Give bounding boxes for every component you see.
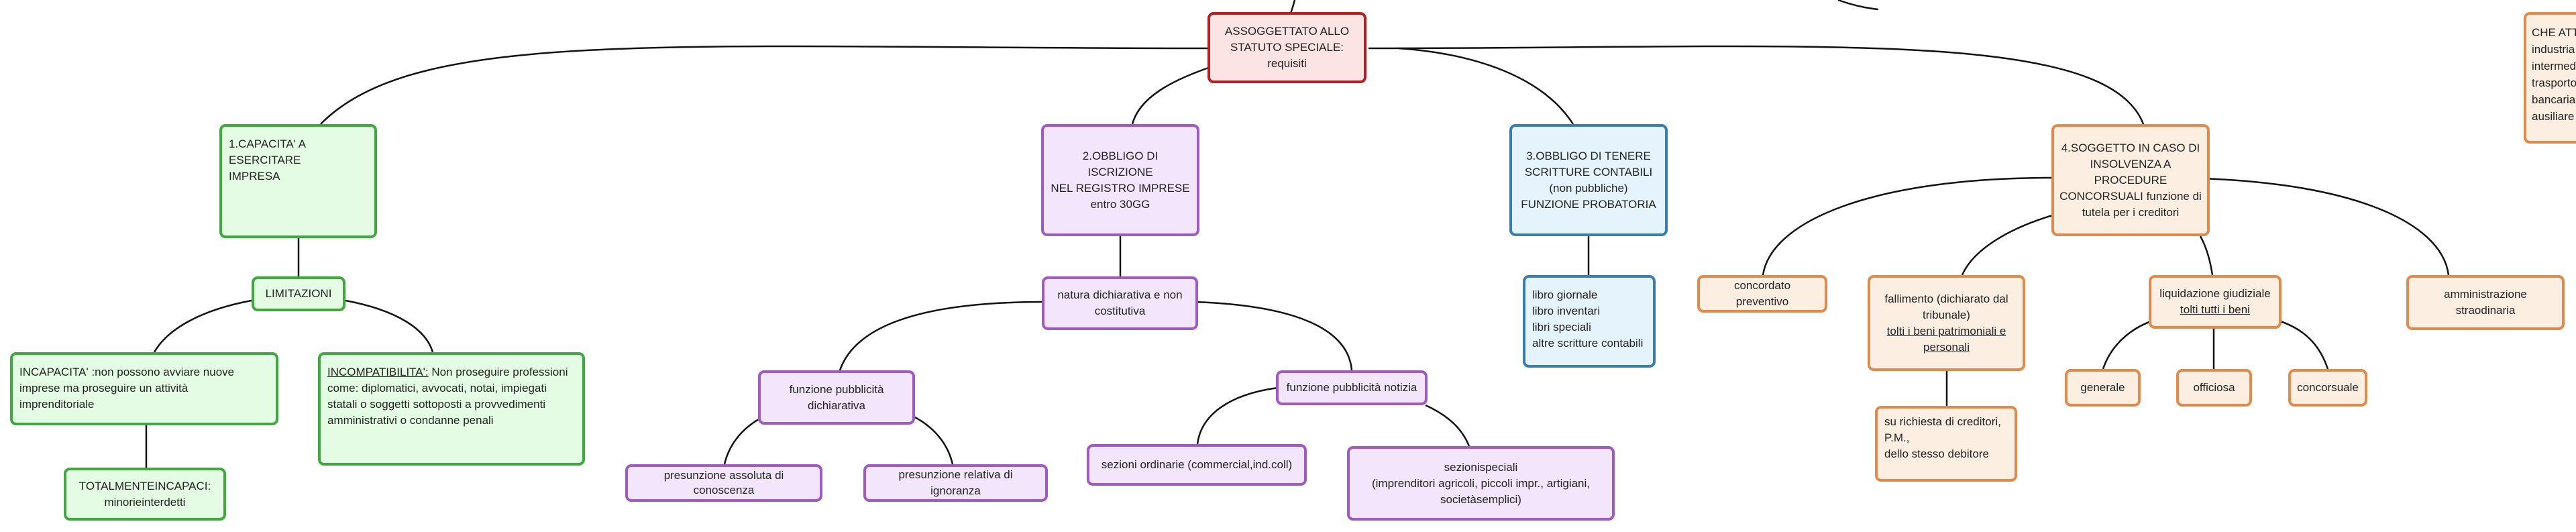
pubblicita-notizia-node[interactable]: funzione pubblicità notizia	[1276, 370, 1428, 405]
connector-root-iscrizione	[1131, 64, 1215, 125]
presunzione-relativa-node[interactable]: presunzione relativa di ignoranza	[863, 464, 1048, 502]
connector-limitazioni-incapacita	[153, 299, 252, 353]
incompatibilita-text: Non proseguire professioni come: diploma…	[327, 366, 568, 427]
sezioni-ordinarie-node[interactable]: sezioni ordinarie (commercial,ind.coll)	[1087, 444, 1307, 486]
officiosa-node[interactable]: officiosa	[2176, 369, 2252, 407]
connector-notizia-ordinarie	[1196, 386, 1279, 445]
concorsuale-node[interactable]: concorsuale	[2288, 369, 2367, 407]
capacita-node[interactable]: 1.CAPACITA' A ESERCITARE IMPRESA	[219, 124, 377, 238]
presunzione-assoluta-node[interactable]: presunzione assoluta di conoscenza	[625, 464, 822, 502]
connector-root-scritture	[1398, 47, 1574, 125]
amministrazione-node[interactable]: amministrazione straodinaria	[2406, 275, 2565, 330]
connector-liquidazione-concorsuale	[2273, 318, 2329, 370]
root-node[interactable]: ASSOGGETTATO ALLO STATUTO SPECIALE: requ…	[1208, 12, 1366, 83]
connector-insolvenza-liquidazione	[2199, 235, 2214, 276]
connector-notizia-speciali	[1425, 404, 1470, 447]
connector-natura-notizia	[1193, 301, 1353, 371]
connector-top-right	[1837, 0, 1879, 11]
connector-root-capacita	[320, 45, 1208, 125]
connector-dichiarativa-assoluta	[723, 415, 765, 465]
connector-top	[1289, 0, 1296, 14]
connector-limitazioni-incompatibilita	[345, 299, 434, 353]
connector-root-insolvenza	[1368, 45, 2145, 125]
fallimento-link: tolti i beni patrimoniali e personali	[1886, 324, 2006, 354]
libri-node[interactable]: libro giornale libro inventari libri spe…	[1523, 275, 1656, 368]
connector-insolvenza-amministrazione	[2163, 176, 2450, 276]
incompatibilita-node[interactable]: INCOMPATIBILITA': Non proseguire profess…	[318, 352, 585, 466]
scritture-node[interactable]: 3.OBBLIGO DI TENERE SCRITTURE CONTABILI …	[1509, 124, 1668, 236]
incompatibilita-label: INCOMPATIBILITA':	[327, 366, 429, 378]
fallimento-text: fallimento (dichiarato dal tribunale)	[1884, 292, 2008, 321]
natura-node[interactable]: natura dichiarativa e non costitutiva	[1042, 276, 1198, 330]
incapacita-node[interactable]: INCAPACITA' :non possono avviare nuove i…	[10, 352, 278, 425]
richiesta-node[interactable]: su richiesta di creditori, P.M., dello s…	[1875, 406, 2017, 482]
pubblicita-dichiarativa-node[interactable]: funzione pubblicità dichiarativa	[758, 370, 915, 425]
insolvenza-node[interactable]: 4.SOGGETTO IN CASO DI INSOLVENZA A PROCE…	[2051, 124, 2210, 236]
limitazioni-node[interactable]: LIMITAZIONI	[252, 276, 345, 311]
concordato-node[interactable]: concordato preventivo	[1697, 275, 1827, 313]
liquidazione-text: liquidazione giudiziale	[2159, 287, 2271, 300]
liquidazione-node[interactable]: liquidazione giudiziale tolti tutti i ben…	[2149, 275, 2282, 329]
sezioni-speciali-node[interactable]: sezionispeciali (imprenditori agricoli, …	[1347, 446, 1615, 521]
partial-node[interactable]: CHE ATT industria intermed trasporto ban…	[2524, 12, 2576, 144]
totalmente-node[interactable]: TOTALMENTEINCAPACI: minorieinterdetti	[64, 468, 226, 521]
connector-dichiarativa-relativa	[912, 415, 954, 465]
connector-natura-dichiarativa	[839, 301, 1044, 371]
generale-node[interactable]: generale	[2065, 369, 2141, 407]
liquidazione-link: tolti tutti i beni	[2180, 303, 2250, 316]
connector-liquidazione-generale	[2102, 318, 2157, 370]
connector-insolvenza-fallimento	[1961, 212, 2060, 276]
iscrizione-node[interactable]: 2.OBBLIGO DI ISCRIZIONE NEL REGISTRO IMP…	[1041, 124, 1199, 236]
fallimento-node[interactable]: fallimento (dichiarato dal tribunale) tol…	[1868, 275, 2025, 371]
connector-insolvenza-concordato	[1762, 176, 2053, 276]
